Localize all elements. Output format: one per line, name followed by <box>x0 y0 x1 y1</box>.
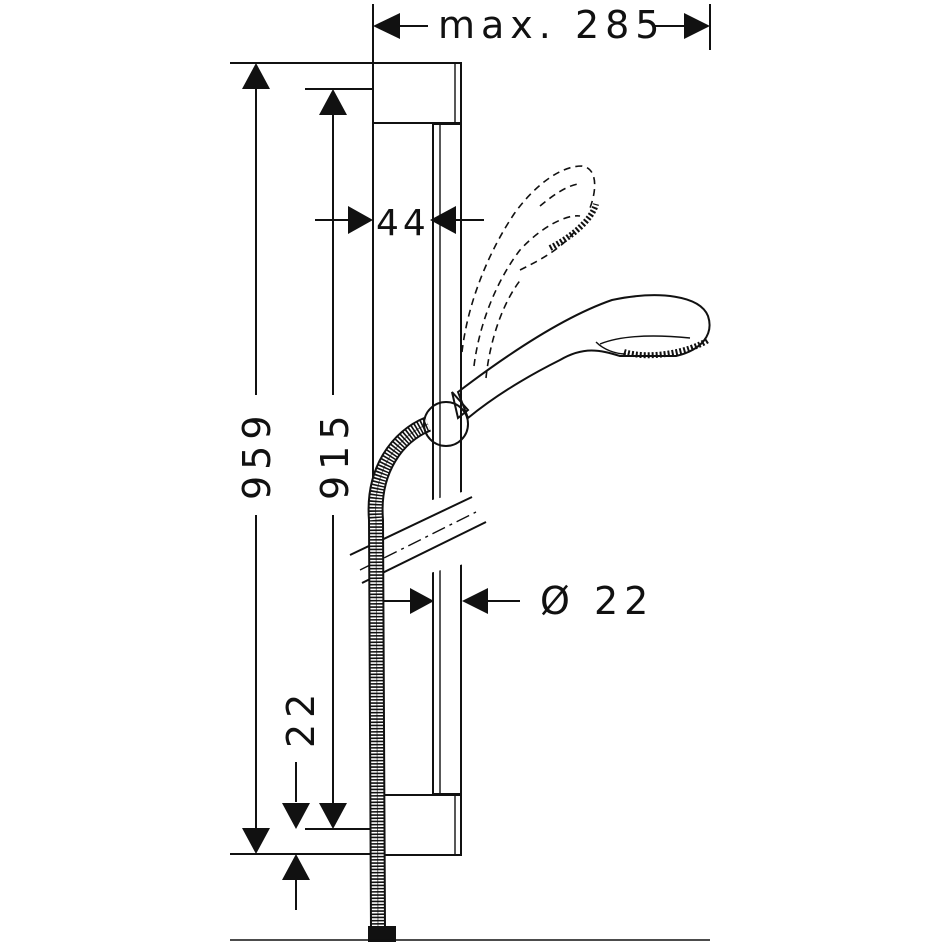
arrow-down-icon <box>319 803 347 829</box>
arrow-left-icon <box>462 588 488 614</box>
bottom-offset-dimension: 22 <box>279 688 323 910</box>
bottom-wall-bracket <box>372 794 462 856</box>
bottom-offset-label: 22 <box>279 688 323 748</box>
arrow-left-icon <box>373 13 400 39</box>
rail-length-label: 915 <box>313 409 357 500</box>
rail-break-symbol <box>341 488 495 592</box>
arrow-up-icon <box>319 89 347 115</box>
arrow-left-icon <box>430 206 456 234</box>
arrow-up-icon <box>282 854 310 880</box>
rail-diameter-label: Ø 22 <box>540 579 654 623</box>
max-width-label: max. 285 <box>438 3 665 47</box>
wall-offset-label: 44 <box>376 203 430 244</box>
slider-holder <box>423 391 470 447</box>
hand-shower <box>456 294 711 420</box>
total-height-label: 959 <box>235 409 279 500</box>
hand-shower-alt-position <box>461 165 599 379</box>
arrow-right-icon <box>684 13 710 39</box>
arrow-right-icon <box>410 588 434 614</box>
rail-diameter-dimension: Ø 22 <box>383 579 654 623</box>
arrow-down-icon <box>242 828 270 854</box>
wall-offset-dimension: 44 <box>315 122 484 244</box>
arrow-down-icon <box>282 803 310 829</box>
total-height-dimension: 959 <box>230 62 372 855</box>
arrow-right-icon <box>348 206 373 234</box>
arrow-up-icon <box>242 63 270 89</box>
top-wall-bracket <box>372 62 462 124</box>
rail-length-dimension: 915 <box>305 88 372 830</box>
max-width-dimension: max. 285 <box>372 3 711 60</box>
hose-connector <box>368 926 396 942</box>
shower-hose <box>367 416 432 942</box>
